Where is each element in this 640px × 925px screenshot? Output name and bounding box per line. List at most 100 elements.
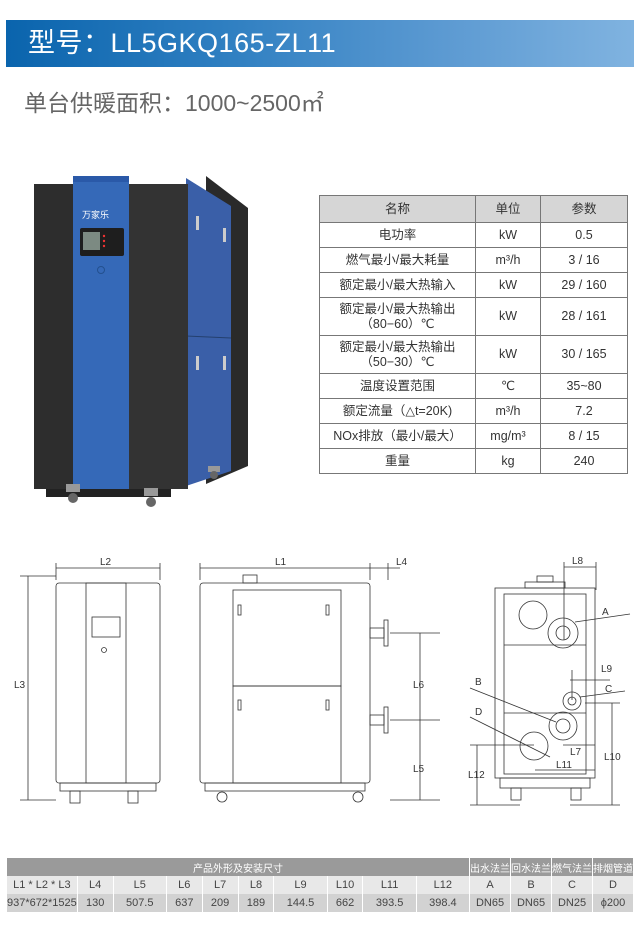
dim-col: A [470, 876, 510, 894]
front-view-drawing [20, 563, 161, 804]
label-l1: L1 [275, 557, 287, 568]
dim-col: L4 [77, 876, 113, 894]
dim-col: L8 [238, 876, 274, 894]
label-l12: L12 [468, 770, 485, 781]
dim-value: 662 [327, 894, 363, 912]
label-l11: L11 [556, 760, 572, 771]
spec-header-row: 名称 单位 参数 [319, 195, 628, 223]
label-l5: L5 [413, 764, 425, 775]
spec-unit: ℃ [475, 373, 541, 399]
dim-col: L12 [416, 876, 469, 894]
spec-name: 额定流量（△t=20K) [319, 398, 476, 424]
dim-col: L6 [166, 876, 202, 894]
spec-name: 温度设置范围 [319, 373, 476, 399]
heating-area-subtitle: 单台供暖面积：1000~2500㎡ [24, 90, 324, 116]
spec-name: 电功率 [319, 222, 476, 248]
group-header-dimensions: 产品外形及安装尺寸 [7, 858, 469, 876]
model-title-banner: 型号：LL5GKQ165-ZL11 [6, 20, 634, 67]
spec-unit: kg [475, 448, 541, 474]
dimensions-column-row: L1 * L2 * L3 L4 L5 L6 L7 L8 L9 L10 L11 L… [7, 876, 633, 894]
spec-value: 28 / 161 [540, 297, 628, 336]
dim-value: 937*672*1525 [7, 894, 77, 912]
spec-unit: m³/h [475, 398, 541, 424]
label-b: B [475, 677, 482, 688]
dim-value: 637 [166, 894, 202, 912]
group-header-gas: 燃气法兰 [552, 858, 592, 876]
dim-value: 507.5 [113, 894, 166, 912]
group-header-water-out: 出水法兰 [470, 858, 510, 876]
spec-value: 3 / 16 [540, 247, 628, 273]
dim-value: 130 [77, 894, 113, 912]
dim-value: 398.4 [416, 894, 469, 912]
spec-unit: m³/h [475, 247, 541, 273]
dimensions-table: 产品外形及安装尺寸 出水法兰 回水法兰 燃气法兰 排烟管道 L1 * L2 * … [6, 858, 634, 912]
label-l10: L10 [604, 752, 621, 763]
spec-value: 8 / 15 [540, 423, 628, 449]
label-l4: L4 [396, 557, 408, 568]
spec-unit: mg/m³ [475, 423, 541, 449]
dim-value: 393.5 [363, 894, 416, 912]
label-l3: L3 [14, 680, 26, 691]
dim-value: 144.5 [274, 894, 327, 912]
dim-col: C [552, 876, 592, 894]
col-value: 参数 [540, 195, 628, 223]
dim-value: DN65 [470, 894, 510, 912]
rear-view-drawing [469, 562, 631, 806]
spec-unit: kW [475, 297, 541, 336]
spec-value: 30 / 165 [540, 335, 628, 374]
dim-value: 209 [202, 894, 238, 912]
dimensions-group-header-row: 产品外形及安装尺寸 出水法兰 回水法兰 燃气法兰 排烟管道 [7, 858, 633, 876]
dim-value: 189 [238, 894, 274, 912]
spec-name-line2: （80−60）℃ [360, 316, 435, 331]
dim-col: L10 [327, 876, 363, 894]
label-l8: L8 [572, 556, 584, 567]
spec-unit: kW [475, 272, 541, 298]
spec-name-line1: 额定最小/最大热输出 [339, 339, 456, 354]
spec-name: 额定最小/最大热输入 [319, 272, 476, 298]
dim-value: DN65 [511, 894, 551, 912]
dim-col: L9 [274, 876, 327, 894]
label-l7: L7 [570, 747, 582, 758]
label-l6: L6 [413, 680, 425, 691]
col-unit: 单位 [475, 195, 541, 223]
side-view-drawing [199, 563, 440, 803]
label-a: A [602, 607, 609, 618]
dim-value: DN25 [552, 894, 592, 912]
dim-col: B [511, 876, 551, 894]
spec-unit: kW [475, 222, 541, 248]
label-l2: L2 [100, 557, 112, 568]
spec-value: 35~80 [540, 373, 628, 399]
dim-col: L11 [363, 876, 416, 894]
dim-col: L5 [113, 876, 166, 894]
spec-name-line1: 额定最小/最大热输出 [339, 301, 456, 316]
label-l9: L9 [601, 664, 613, 675]
col-name: 名称 [319, 195, 476, 223]
group-header-water-return: 回水法兰 [511, 858, 551, 876]
dimension-drawings: L2 L3 L1 L4 L6 L5 L8 [14, 556, 631, 806]
group-header-flue: 排烟管道 [593, 858, 633, 876]
label-c: C [605, 684, 612, 695]
brand-logo: 万家乐 [82, 209, 109, 220]
spec-value: 7.2 [540, 398, 628, 424]
spec-name: 燃气最小/最大耗量 [319, 247, 476, 273]
spec-unit: kW [475, 335, 541, 374]
boiler-product-image: 万家乐 [34, 176, 248, 507]
spec-name: NOx排放（最小/最大） [319, 423, 476, 449]
dimensions-value-row: 937*672*1525 130 507.5 637 209 189 144.5… [7, 894, 633, 912]
dim-col: D [593, 876, 633, 894]
dim-col: L1 * L2 * L3 [7, 876, 77, 894]
spec-value: 240 [540, 448, 628, 474]
spec-value: 29 / 160 [540, 272, 628, 298]
spec-name: 额定最小/最大热输出（50−30）℃ [319, 335, 476, 374]
dim-value: ϕ200 [593, 894, 633, 912]
